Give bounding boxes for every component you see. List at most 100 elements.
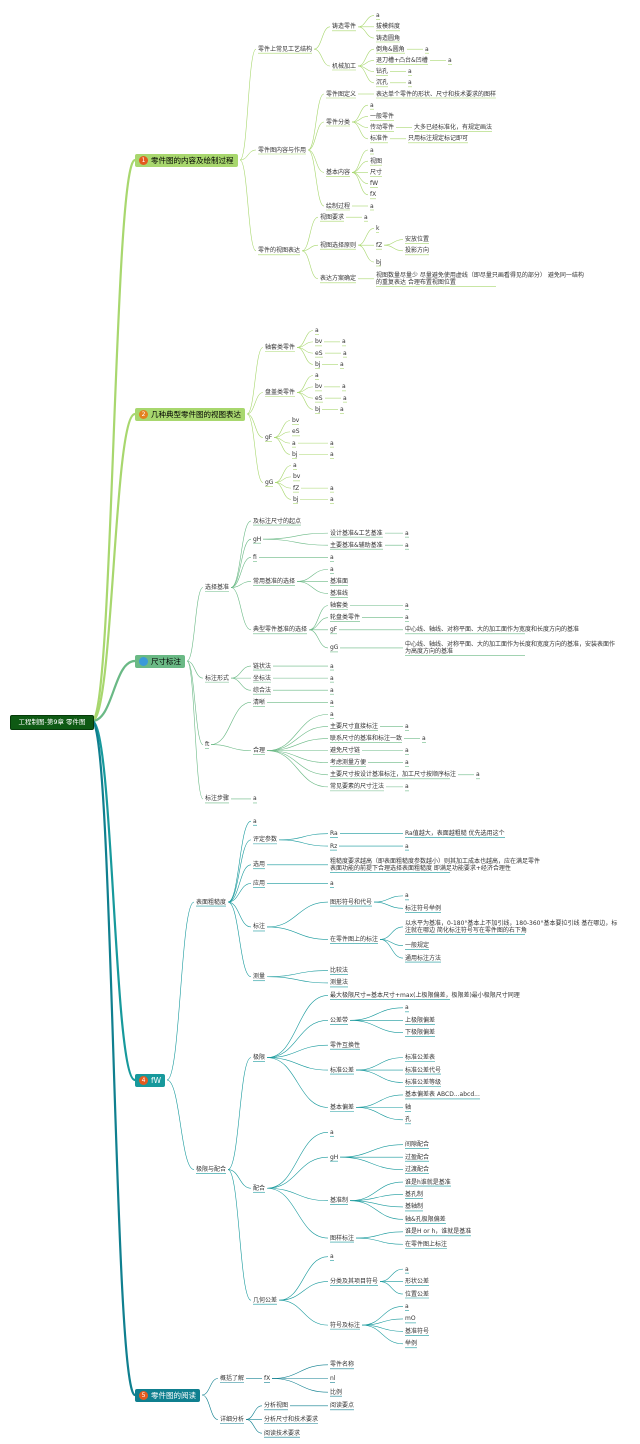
branch-node-d3[interactable]: 几何公差 — [253, 1296, 278, 1304]
branch-node-d4[interactable]: 阅读要点 — [330, 1402, 355, 1410]
branch-node-d4[interactable]: fW — [370, 180, 379, 188]
branch-node-d4[interactable]: 主要尺寸按设计基准标注，加工尺寸按顺序标注 — [330, 771, 457, 779]
branch-node-d5[interactable]: a — [408, 79, 412, 87]
branch-node-d2[interactable]: gG — [265, 479, 274, 486]
branch-node-d4[interactable]: a — [330, 879, 334, 887]
branch-node-d3[interactable]: eS — [292, 428, 300, 436]
branch-node-d3[interactable]: 测量 — [253, 973, 266, 981]
branch-node-d3[interactable]: 视图选择原则 — [320, 241, 357, 249]
branch-node-d3[interactable]: 零件图定义 — [326, 90, 357, 98]
branch-node-d2[interactable]: 选择基准 — [205, 584, 230, 591]
branch-node-d4[interactable]: 一般零件 — [370, 112, 395, 120]
branch-node-d2[interactable]: 表面粗糙度 — [196, 898, 227, 906]
branch-node-d3[interactable]: 铸造零件 — [332, 23, 357, 31]
branch-node-d2[interactable]: 盘盖类零件 — [265, 389, 296, 396]
branch-node-d4[interactable]: 主要尺寸直接标注 — [330, 722, 379, 730]
branch-node-d4[interactable]: 比例 — [330, 1388, 343, 1396]
branch-node-d4[interactable]: a — [330, 484, 334, 492]
branch-node-d3[interactable]: bj — [293, 495, 299, 503]
branch-node-d4[interactable]: 考虑测量方便 — [330, 759, 367, 767]
branch-node-d5[interactable]: 轴 — [405, 1103, 412, 1111]
branch-node-d5[interactable]: a — [422, 735, 426, 743]
branch-node-d2[interactable]: 零件上常见工艺结构 — [258, 45, 313, 53]
branch-node-d4[interactable]: 尺寸 — [370, 168, 383, 176]
branch-node-d3[interactable]: gH — [253, 535, 262, 543]
branch-node-d3[interactable]: 评定参数 — [253, 836, 278, 844]
branch-node-d4[interactable]: 主要基准&辅助基准 — [330, 541, 383, 549]
branch-node-d3[interactable]: 分析尺寸和技术要求 — [264, 1416, 319, 1423]
branch-node-d4[interactable]: a — [376, 12, 380, 20]
branch-node-d5[interactable]: 标准公差代号 — [405, 1066, 442, 1074]
branch-node-d2[interactable]: 零件的视图表达 — [258, 247, 301, 255]
branch-node-d4[interactable]: 钻孔 — [376, 68, 389, 76]
branch-node-d5[interactable]: a — [405, 614, 409, 622]
branch-node-d5[interactable]: a — [405, 747, 409, 755]
branch-node-d5[interactable]: Ra值越大，表面越粗糙 优先选用这个 — [405, 830, 505, 838]
branch-node-d3[interactable]: 阅读技术要求 — [264, 1429, 301, 1437]
branch-node-d4[interactable]: 标准件 — [370, 135, 389, 143]
branch-node-d4[interactable]: a — [342, 338, 346, 346]
branch-node-d3[interactable]: a — [293, 462, 297, 470]
branch-node-d5[interactable]: 标注符号举例 — [405, 904, 442, 912]
branch-node-d4[interactable]: a — [330, 698, 334, 706]
branch-node-d4[interactable]: 退刀槽+凸台&凹槽 — [376, 56, 428, 64]
branch-node-d4[interactable]: a — [342, 383, 346, 391]
branch-node-d5[interactable]: a — [405, 541, 409, 549]
branch-node-d4[interactable]: 拔模斜度 — [376, 23, 401, 31]
branch-node-d2[interactable]: 标注形式 — [205, 674, 230, 682]
branch-node-d4[interactable]: 轮盘类零件 — [330, 614, 361, 622]
branch-node-d3[interactable]: 配合 — [253, 1184, 266, 1192]
branch-node-d4[interactable]: k — [376, 224, 380, 232]
branch-node-d5[interactable]: 只用标注规定标记即可 — [408, 135, 469, 143]
branch-node-d2[interactable]: 极限与配合 — [196, 1166, 227, 1174]
branch-node-d5[interactable]: 一般规定 — [405, 942, 430, 950]
branch-node-d4[interactable]: 视图 — [370, 157, 383, 165]
branch-node-d4[interactable]: a — [343, 349, 347, 357]
branch-node-d4[interactable]: a — [370, 101, 374, 109]
branch-node-d3[interactable]: 及标注尺寸的起点 — [253, 517, 302, 525]
branch-node-d3[interactable]: bv — [292, 417, 300, 425]
branch-node-d5[interactable]: 通用标注方法 — [405, 954, 442, 962]
branch-node-d4[interactable]: a — [370, 202, 374, 210]
branch-node-d5[interactable]: a — [405, 892, 409, 900]
branch-node-d3[interactable]: 标注 — [253, 923, 266, 931]
branch-node-d5[interactable]: 中心线、轴线、对称平面、大的加工面作为宽度和长度方向的基准 — [405, 626, 580, 634]
branch-node-d3[interactable]: fZ — [293, 484, 300, 492]
branch-node-d4[interactable]: 公差带 — [330, 1016, 349, 1024]
branch-node-d3[interactable]: 分析视图 — [264, 1402, 289, 1410]
branch-node-d4[interactable]: 测量法 — [330, 979, 349, 987]
branch-node-d3[interactable]: 绘制过程 — [326, 202, 351, 210]
branch-node-d5[interactable]: 在零件图上标注 — [405, 1240, 448, 1248]
branch-node-d2[interactable]: ft — [205, 741, 210, 749]
branch-node-d3[interactable]: 视图要求 — [320, 213, 345, 221]
branch-node-d5[interactable]: 下极限偏差 — [405, 1029, 436, 1037]
branch-node-d4[interactable]: a — [330, 553, 334, 561]
branch-node-d3[interactable]: eS — [315, 349, 323, 357]
branch-node-d5[interactable]: a — [405, 529, 409, 537]
branch-node-d3[interactable]: bj — [315, 360, 321, 368]
branch-node-d3[interactable]: 基本内容 — [326, 168, 351, 176]
branch-node-d3[interactable]: 典型零件基准的选择 — [253, 626, 308, 634]
branch-node-d5[interactable]: 孔 — [405, 1116, 412, 1124]
branch-node-d5[interactable]: 举例 — [405, 1340, 418, 1348]
branch-node-d4[interactable]: a — [370, 146, 374, 154]
branch-node-d4[interactable]: 铸造圆角 — [376, 34, 401, 42]
branch-node-d5[interactable]: 过盈配合 — [405, 1153, 430, 1161]
branch-node-d4[interactable]: fX — [370, 191, 377, 199]
branch-node-d4[interactable]: 常见要素的尺寸注法 — [330, 783, 385, 791]
branch-node-d3[interactable]: bv — [315, 338, 323, 346]
branch-node-d3[interactable]: 选用 — [253, 861, 266, 869]
branch-node-d5[interactable]: 基轴制 — [405, 1203, 424, 1211]
branch-node-d5[interactable]: 谁是H or h，谁就是基准 — [405, 1228, 472, 1236]
topic-t3[interactable]: 尺寸标注 — [135, 654, 185, 668]
branch-node-d3[interactable]: 链状法 — [253, 662, 272, 670]
branch-node-d2[interactable]: gF — [265, 434, 273, 441]
branch-node-d3[interactable]: a — [253, 795, 257, 803]
branch-node-d3[interactable]: 合理 — [253, 747, 266, 755]
branch-node-d5[interactable]: 基孔制 — [405, 1190, 424, 1198]
branch-node-d3[interactable]: a — [292, 439, 296, 447]
branch-node-d4[interactable]: a — [330, 565, 334, 573]
branch-node-d4[interactable]: a — [364, 213, 368, 221]
